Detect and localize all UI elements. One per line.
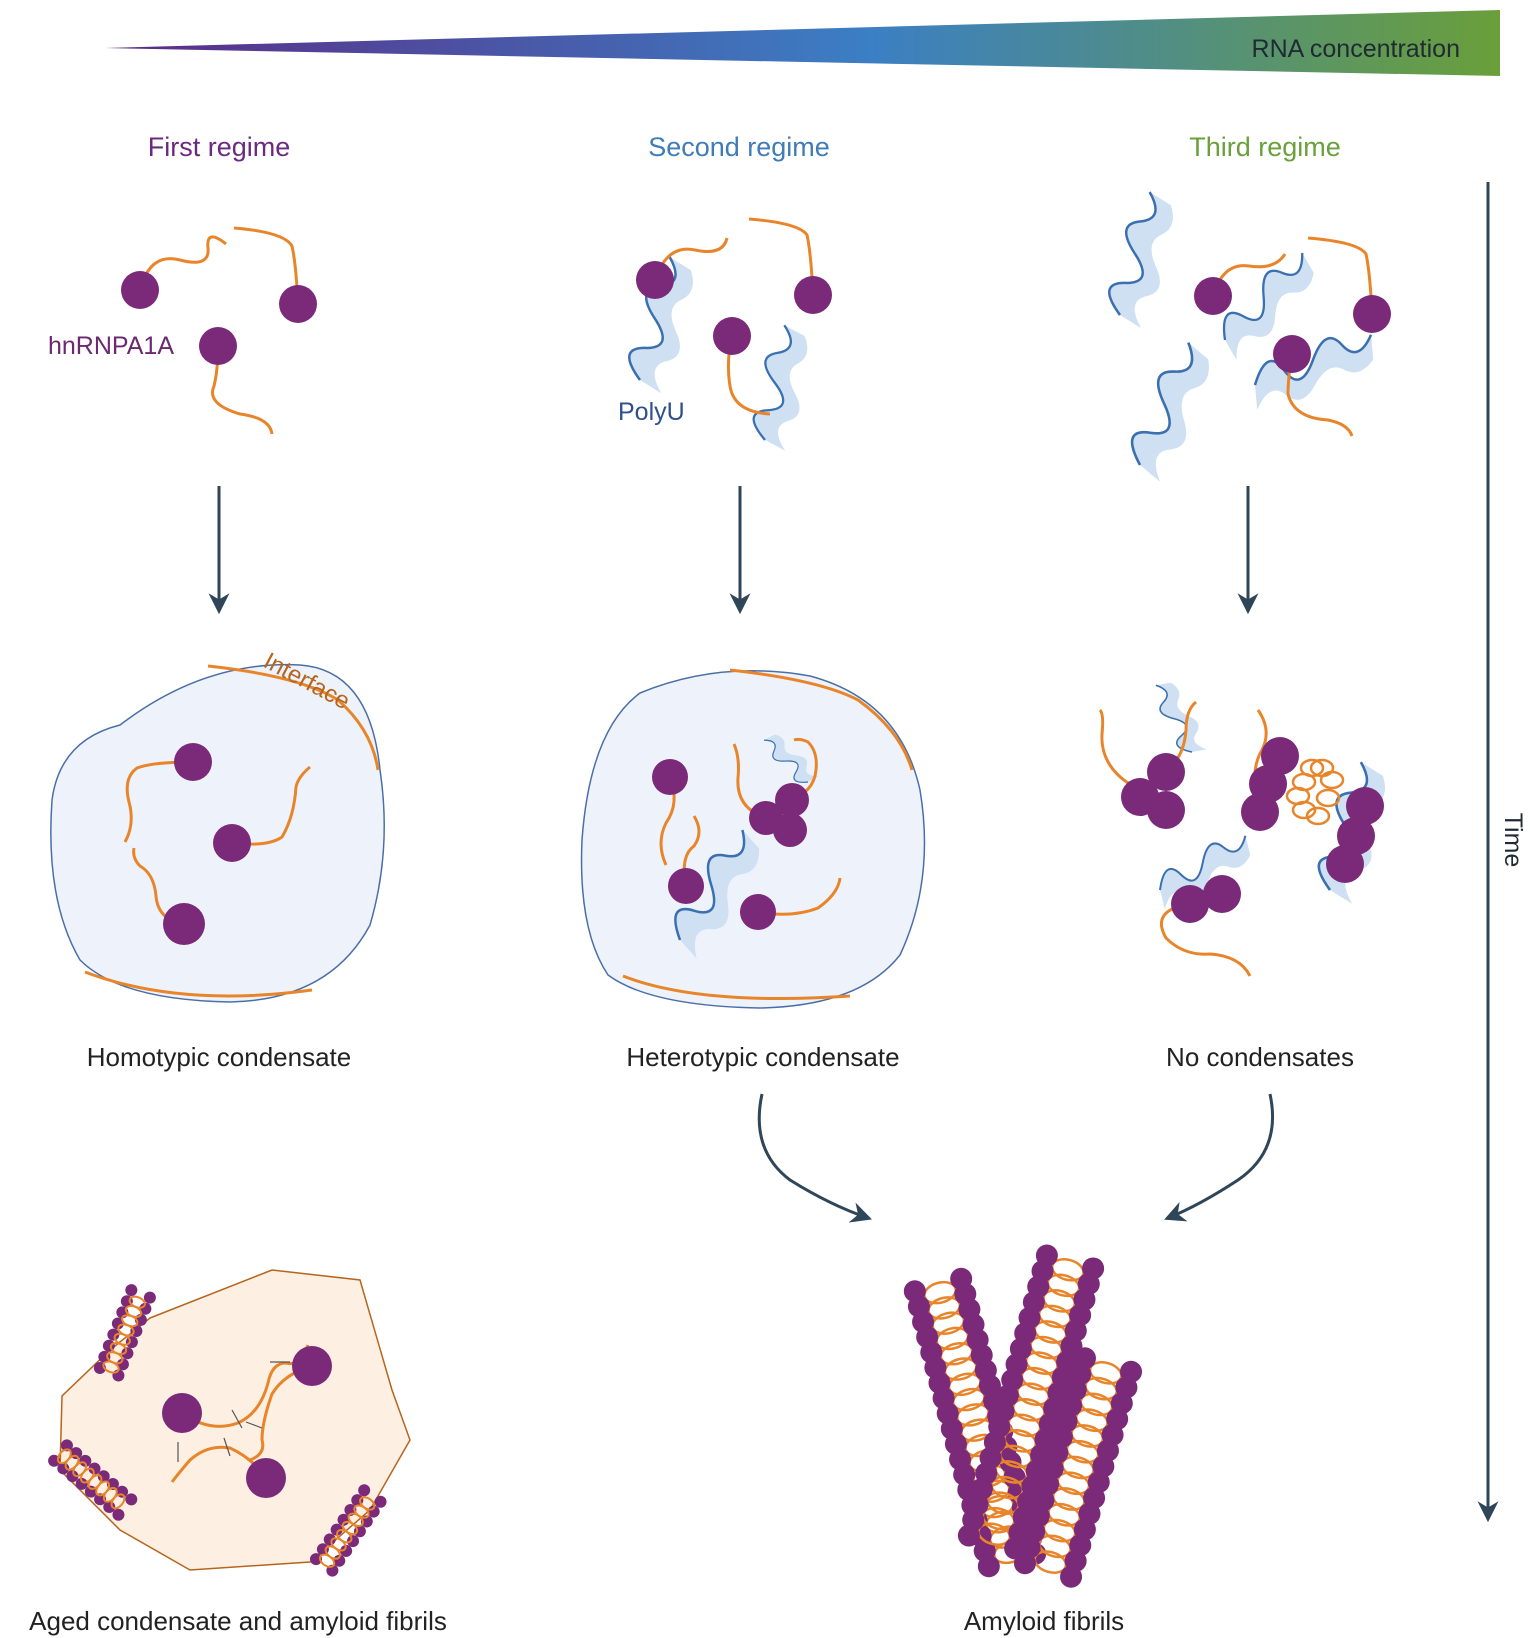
fibril-coil — [1016, 1382, 1051, 1407]
regime-title-third: Third regime — [1189, 132, 1341, 162]
fibril-coil — [1084, 1376, 1118, 1401]
amyloid-fibrils-bundle — [903, 1244, 1143, 1588]
second-regime-mixture: PolyU — [604, 217, 839, 452]
fibril-coil — [1003, 1429, 1038, 1453]
fibril-coil — [1042, 1518, 1077, 1543]
fibril-coil — [931, 1311, 966, 1335]
aged-fibril-bottom-left — [48, 1439, 138, 1521]
fibril-coil — [1038, 1534, 1072, 1559]
fibril-coil — [981, 1506, 1016, 1531]
regime-title-second: Second regime — [648, 132, 830, 162]
fibril-coil — [1070, 1424, 1105, 1448]
time-axis: Time — [1477, 182, 1527, 1523]
fibril-coil — [1024, 1351, 1059, 1375]
fibrils-label: Amyloid fibrils — [964, 1606, 1124, 1636]
fibril-coil — [923, 1280, 957, 1305]
fibril-coil — [956, 1403, 990, 1427]
rna-label: PolyU — [618, 398, 685, 426]
aged-fibril-bottom-right — [309, 1484, 387, 1577]
fibril-coil — [1033, 1320, 1068, 1344]
heterotypic-label: Heterotypic condensate — [626, 1042, 899, 1072]
fibril-coil — [1037, 1304, 1072, 1329]
fibril-coil — [994, 1460, 1029, 1484]
aged-label: Aged condensate and amyloid fibrils — [29, 1606, 447, 1636]
aged-fibril-top-left — [93, 1284, 156, 1382]
fibril-coil — [943, 1357, 978, 1381]
fibril-coil — [1074, 1408, 1109, 1433]
fibril-coil — [1061, 1455, 1095, 1480]
fibril-coil — [1088, 1361, 1123, 1385]
homotypic-label: Homotypic condensate — [87, 1042, 351, 1072]
fibril-coil — [1056, 1471, 1091, 1496]
fibril-coil — [1042, 1289, 1077, 1313]
fibril-coil — [1046, 1273, 1081, 1298]
fibril-coil — [935, 1326, 970, 1351]
fibril-coil — [1050, 1257, 1085, 1282]
fibril-protein — [957, 1524, 980, 1547]
fibril-coil — [1051, 1487, 1086, 1511]
homotypic-condensate: Interface — [50, 647, 385, 1003]
rna-concentration-gradient: RNA concentration — [105, 10, 1500, 76]
third-regime-mixture — [1084, 190, 1391, 484]
fibril-coil — [985, 1491, 1020, 1515]
fibril-coil — [1029, 1335, 1064, 1360]
fibril-protein — [977, 1555, 1000, 1578]
arrow-heterotypic-to-fibrils — [757, 1093, 872, 1223]
fibril-coil — [1047, 1502, 1082, 1527]
aged-condensate — [48, 1269, 411, 1577]
protein-label: hnRNPA1A — [48, 332, 174, 360]
fibril-coil — [998, 1444, 1033, 1469]
regime-title-first: First regime — [148, 132, 291, 162]
fibril-protein — [1060, 1565, 1083, 1588]
amyloid-fibril-right — [1013, 1347, 1143, 1588]
heterotypic-condensate — [580, 668, 926, 1009]
fibril-coil — [977, 1522, 1012, 1547]
arrow-none-to-fibrils — [1164, 1093, 1275, 1222]
first-regime-proteins: hnRNPA1A — [48, 226, 317, 435]
gradient-label: RNA concentration — [1252, 35, 1460, 63]
fibril-coil — [1065, 1439, 1100, 1464]
fibril-coil — [1033, 1550, 1068, 1574]
fibril-protein — [1013, 1552, 1036, 1575]
fibril-coil — [1007, 1413, 1042, 1438]
time-label: Time — [1499, 813, 1527, 868]
fibril-coil — [1079, 1392, 1114, 1417]
fibril-coil — [990, 1475, 1025, 1500]
no-condensates-clusters — [1098, 677, 1420, 977]
fibril-coil — [1011, 1397, 1046, 1422]
no-condensates-label: No condensates — [1166, 1042, 1354, 1072]
fibril-coil — [951, 1387, 986, 1412]
fibril-coil — [1020, 1366, 1055, 1391]
fibril-coil — [939, 1341, 974, 1366]
fibril-coil — [947, 1372, 982, 1397]
fibril-coil — [927, 1296, 962, 1320]
